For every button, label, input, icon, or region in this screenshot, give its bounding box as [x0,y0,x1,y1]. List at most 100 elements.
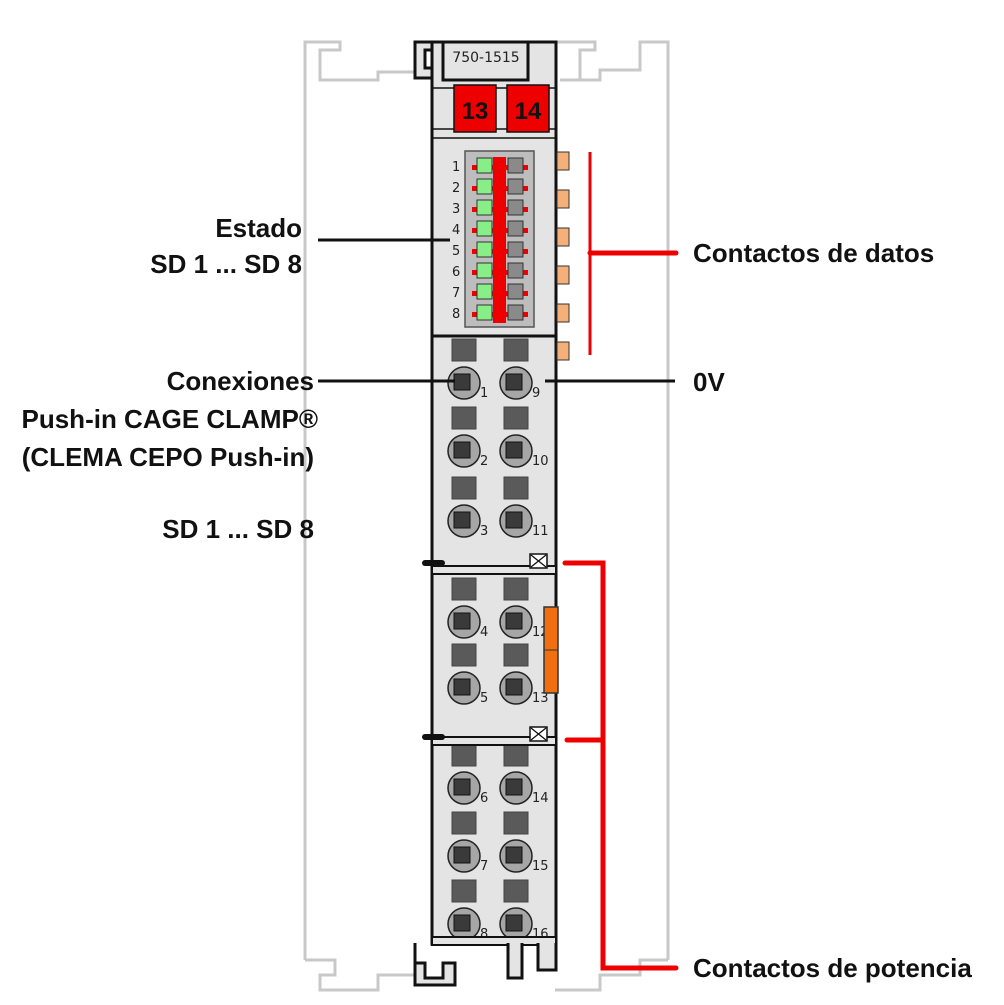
power-contact-symbol [529,726,548,742]
push-in-terminal[interactable]: 5 [447,643,488,706]
push-in-terminal[interactable]: 6 [447,743,488,806]
clamp-opening [505,678,523,696]
led-number: 3 [452,202,460,217]
terminal-number: 1 [480,386,488,401]
release-button[interactable] [451,577,477,601]
data-contact [556,227,570,247]
clamp-opening [505,914,523,932]
push-in-terminal[interactable]: 16 [499,879,549,942]
data-contact [556,265,570,285]
status-led-gray [507,241,524,258]
push-in-terminal[interactable]: 8 [447,879,488,942]
release-button[interactable] [451,743,477,767]
data-contact [556,303,570,323]
part-number-plate [441,40,530,82]
push-in-terminal[interactable]: 15 [499,811,549,874]
release-button[interactable] [503,879,529,903]
terminal-number: 2 [480,454,488,469]
push-in-terminal[interactable]: 13 [499,643,549,706]
release-button[interactable] [503,743,529,767]
clamp-opening [505,441,523,459]
status-led-green [476,304,493,321]
terminal-number: 4 [480,625,488,640]
label-zero-v: 0V [693,367,725,397]
svg-text:14: 14 [515,98,542,125]
clamp-opening [453,914,471,932]
led-number: 5 [452,244,460,259]
push-in-terminal[interactable]: 10 [499,406,549,469]
part-number: 750-1515 [452,50,519,66]
label-data-contacts: Contactos de datos [693,238,934,268]
label-connections-range: SD 1 ... SD 8 [162,514,314,544]
release-button[interactable] [503,577,529,601]
led-number: 7 [452,286,460,301]
terminal-number: 6 [480,791,488,806]
clamp-opening [505,511,523,529]
release-button[interactable] [451,879,477,903]
release-button[interactable] [503,811,529,835]
status-led-green [476,157,493,174]
release-button[interactable] [451,406,477,430]
led-number: 8 [452,307,460,322]
release-button[interactable] [451,811,477,835]
clamp-opening [505,373,523,391]
led-bridge [472,249,528,254]
led-number: 2 [452,181,460,196]
clamp-opening [453,846,471,864]
led-bridge [472,312,528,317]
release-button[interactable] [451,643,477,667]
data-contact [556,189,570,209]
push-in-terminal[interactable]: 1 [447,338,488,401]
label-push-in: Push-in CAGE CLAMP® [22,404,319,434]
clamp-opening [453,373,471,391]
terminal-number: 15 [532,859,549,874]
terminal-number: 9 [532,386,540,401]
status-led-gray [507,304,524,321]
push-in-terminal[interactable]: 2 [447,406,488,469]
label-connections: Conexiones [167,366,314,396]
release-button[interactable] [503,643,529,667]
clamp-opening [453,678,471,696]
terminal-number: 11 [532,524,549,539]
power-jumper [543,606,559,694]
clamp-opening [453,441,471,459]
led-number: 4 [452,223,460,238]
label-power-contacts: Contactos de potencia [693,953,972,983]
status-led-green [476,241,493,258]
badge-14: 14 [506,84,550,133]
led-bridge [472,228,528,233]
status-led-gray [507,283,524,300]
release-button[interactable] [451,476,477,500]
push-in-terminal[interactable]: 9 [499,338,540,401]
clamp-opening [505,778,523,796]
left-labels: Estado SD 1 ... SD 8 Conexiones Push-in … [22,213,319,544]
status-led-green [476,283,493,300]
release-button[interactable] [503,338,529,362]
leader-lines [318,152,679,971]
right-labels: Contactos de datos 0V Contactos de poten… [693,238,972,983]
svg-text:13: 13 [462,98,489,125]
release-button[interactable] [451,338,477,362]
status-led-green [476,220,493,237]
push-in-terminal[interactable]: 11 [499,476,549,539]
status-led-gray [507,220,524,237]
clamp-opening [453,612,471,630]
release-button[interactable] [503,406,529,430]
clamp-opening [453,778,471,796]
status-led-green [476,178,493,195]
terminal-number: 5 [480,691,488,706]
ghost-rail-outline [303,40,670,992]
status-led-gray [507,157,524,174]
status-led-gray [507,178,524,195]
terminal-number: 14 [532,791,549,806]
push-in-terminal[interactable]: 4 [447,577,488,640]
status-led-green [476,262,493,279]
led-bridge [472,186,528,191]
push-in-terminal[interactable]: 7 [447,811,488,874]
push-in-terminal[interactable]: 3 [447,476,488,539]
label-status: Estado [215,213,302,243]
terminal-number: 10 [532,454,549,469]
power-contact-symbol [529,553,548,569]
release-button[interactable] [503,476,529,500]
